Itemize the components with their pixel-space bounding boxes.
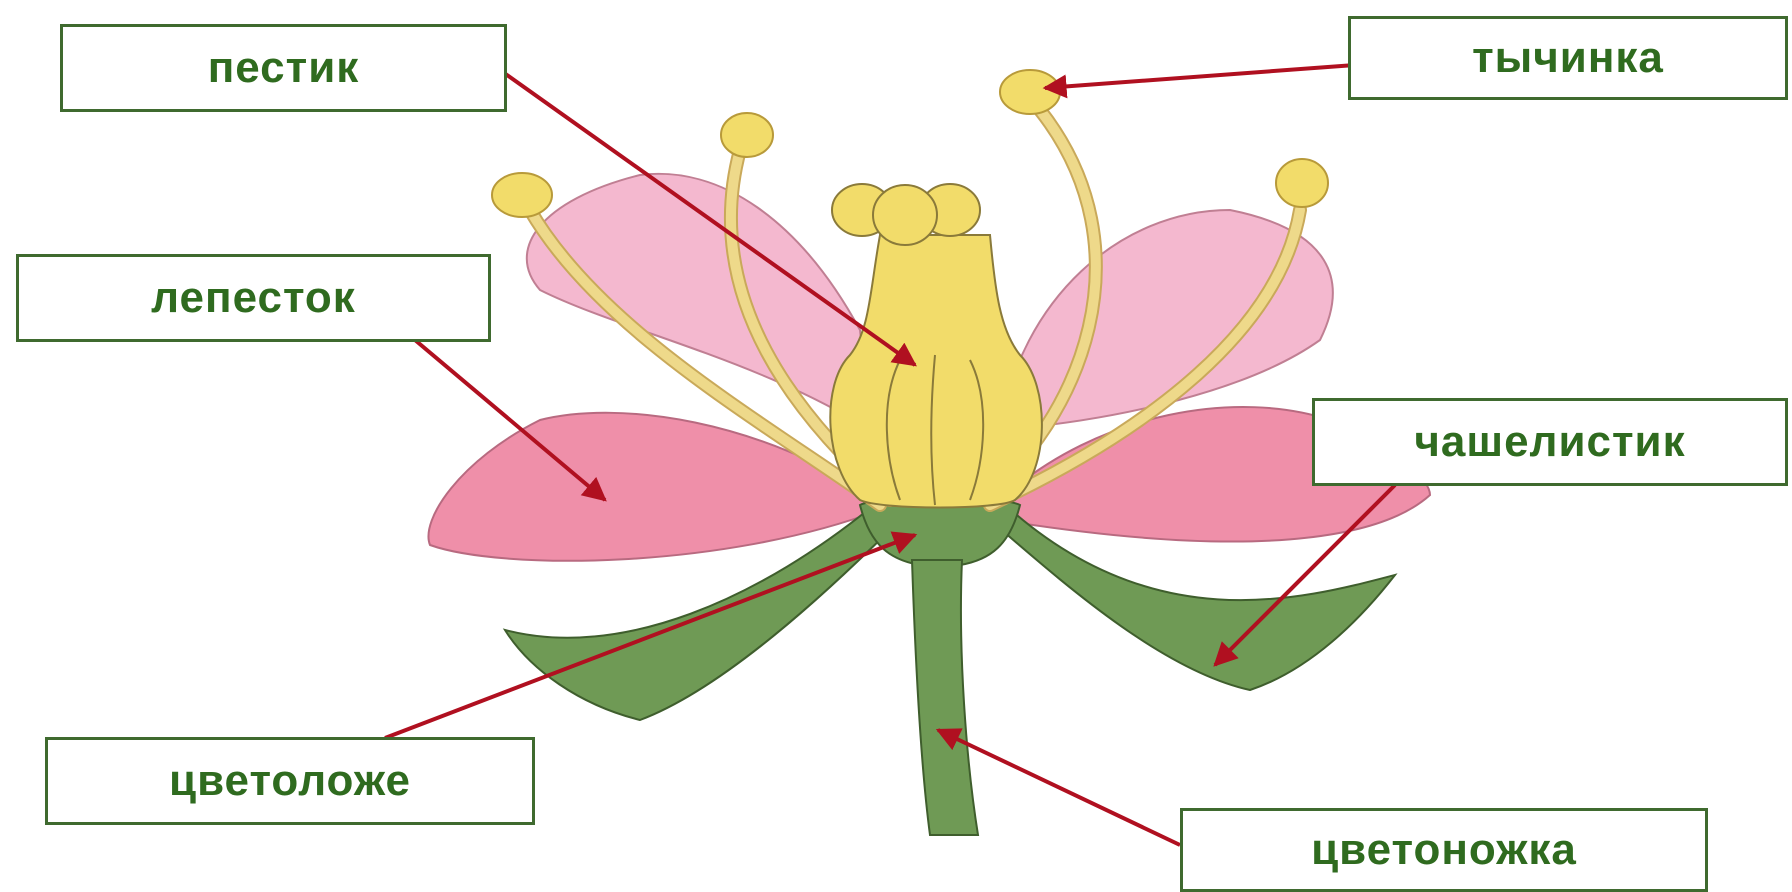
label-sepal-text: чашелистик — [1414, 417, 1685, 467]
label-receptacle-text: цветоложе — [169, 756, 411, 806]
arrow-stamen — [1045, 65, 1355, 88]
label-petal: лепесток — [16, 254, 491, 342]
label-sepal: чашелистик — [1312, 398, 1788, 486]
label-petal-text: лепесток — [151, 273, 356, 323]
label-receptacle: цветоложе — [45, 737, 535, 825]
label-pedicel-text: цветоножка — [1311, 825, 1577, 875]
stamen-anther — [1000, 70, 1060, 114]
label-pistil: пестик — [60, 24, 507, 112]
pistil-stigma — [873, 185, 937, 245]
front-petal-left — [428, 413, 880, 561]
stamen-anther — [721, 113, 773, 157]
pistil-shape — [830, 235, 1042, 508]
stamen-anther — [492, 173, 552, 217]
pedicel-shape — [912, 560, 978, 835]
label-stamen-text: тычинка — [1472, 33, 1664, 83]
stamen-anther — [1276, 159, 1328, 207]
label-stamen: тычинка — [1348, 16, 1788, 100]
label-pedicel: цветоножка — [1180, 808, 1708, 892]
label-pistil-text: пестик — [208, 43, 360, 93]
